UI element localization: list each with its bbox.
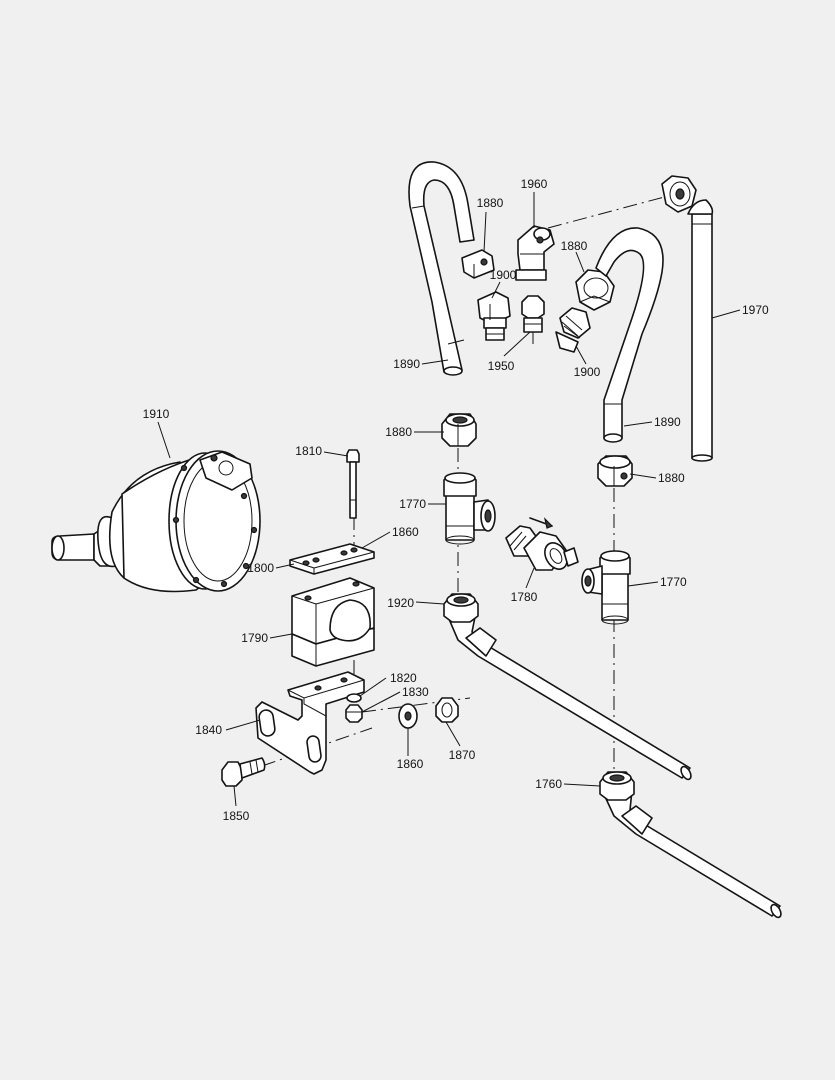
connector-1900-left	[477, 291, 511, 341]
callout-1770-right: 1770	[660, 575, 687, 589]
callout-1800: 1800	[247, 561, 274, 575]
nut-1880-top-left	[461, 249, 495, 279]
callout-labels: 1910 1810 1860 1800 1790 1820 1830 1840 …	[143, 177, 769, 823]
callout-1860-bottom: 1860	[397, 757, 424, 771]
pump-1910	[51, 450, 261, 593]
bent-tube-1890-left	[408, 161, 475, 376]
adapter-1950	[521, 295, 545, 344]
callout-1860-top: 1860	[392, 525, 419, 539]
washer-1860	[398, 703, 418, 729]
callout-1780: 1780	[511, 590, 538, 604]
callout-1960: 1960	[521, 177, 548, 191]
callout-1790: 1790	[241, 631, 268, 645]
connector-1900-right	[555, 307, 591, 353]
clamp-plate-1800	[289, 543, 375, 575]
bolt-1850	[221, 757, 266, 787]
callout-1910: 1910	[143, 407, 170, 421]
nut-1880-right	[597, 455, 633, 487]
flow-arrow	[529, 517, 554, 529]
callout-1770-left: 1770	[399, 497, 426, 511]
callout-1890-left: 1890	[393, 357, 420, 371]
tee-1770-left	[443, 472, 496, 545]
callout-1830: 1830	[402, 685, 429, 699]
callout-1870: 1870	[449, 748, 476, 762]
washer-1820	[346, 693, 362, 703]
straight-tube-1970	[661, 175, 714, 462]
elbow-1960	[515, 225, 555, 281]
nut-1830	[345, 704, 363, 723]
callout-1880-mid: 1880	[385, 425, 412, 439]
tee-1770-right	[581, 550, 631, 625]
callout-1880-top-right: 1880	[561, 239, 588, 253]
pipe-1920	[443, 593, 692, 781]
clamp-block-1790	[291, 577, 375, 667]
callout-1880-top-left: 1880	[477, 196, 504, 210]
callout-1950: 1950	[488, 359, 515, 373]
callout-1970: 1970	[742, 303, 769, 317]
callout-1900-right: 1900	[574, 365, 601, 379]
callout-1810: 1810	[295, 444, 322, 458]
nut-1880-top-right	[575, 269, 615, 311]
check-valve-1780	[505, 525, 579, 571]
callout-1760: 1760	[535, 777, 562, 791]
callout-1850: 1850	[223, 809, 250, 823]
callout-1890-right: 1890	[654, 415, 681, 429]
callout-1880-right: 1880	[658, 471, 685, 485]
nut-1880-mid	[441, 413, 477, 447]
bent-tube-1890-right	[595, 227, 664, 443]
callout-1920: 1920	[387, 596, 414, 610]
bolt-1810	[346, 449, 360, 519]
callout-1820: 1820	[390, 671, 417, 685]
bracket-1840	[255, 671, 365, 775]
nut-1870	[435, 697, 459, 723]
callout-1840: 1840	[195, 723, 222, 737]
pipe-1760	[599, 771, 782, 919]
callout-1900-left: 1900	[490, 268, 517, 282]
leader-lines	[157, 192, 741, 807]
